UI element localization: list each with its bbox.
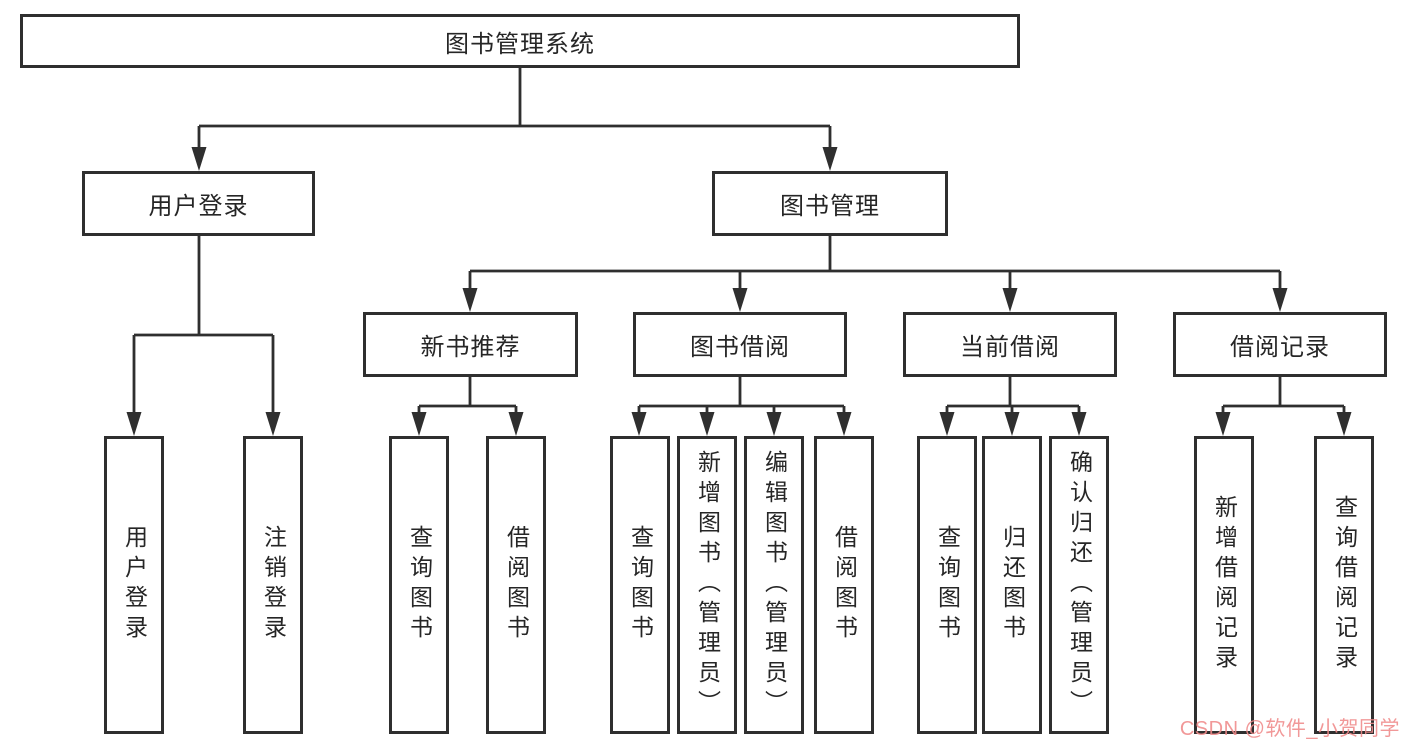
node-leaf-label: 编辑图书（管理员） xyxy=(761,450,788,720)
node-leaf-label: 用户登录 xyxy=(121,525,148,645)
node-leaf-edit-books-admin: 编辑图书（管理员） xyxy=(744,436,804,734)
node-leaf-label: 查询图书 xyxy=(627,525,654,645)
node-book-borrow: 图书借阅 xyxy=(633,312,847,377)
node-leaf-borrow-books-1: 借阅图书 xyxy=(486,436,546,734)
node-leaf-label: 注销登录 xyxy=(260,525,287,645)
node-leaf-label: 借阅图书 xyxy=(831,525,858,645)
node-root-label: 图书管理系统 xyxy=(445,30,595,58)
node-root: 图书管理系统 xyxy=(20,14,1020,68)
node-leaf-label: 新增借阅记录 xyxy=(1211,495,1238,675)
node-leaf-label: 归还图书 xyxy=(999,525,1026,645)
node-leaf-confirm-return-admin: 确认归还（管理员） xyxy=(1049,436,1109,734)
node-user-login: 用户登录 xyxy=(82,171,315,236)
node-leaf-borrow-books-2: 借阅图书 xyxy=(814,436,874,734)
node-leaf-add-borrow-record: 新增借阅记录 xyxy=(1194,436,1254,734)
node-leaf-query-books-1: 查询图书 xyxy=(389,436,449,734)
node-leaf-logout: 注销登录 xyxy=(243,436,303,734)
csdn-watermark: CSDN @软件_小贺同学 xyxy=(1179,718,1400,740)
node-leaf-add-books-admin: 新增图书（管理员） xyxy=(677,436,737,734)
node-user-login-label: 用户登录 xyxy=(148,193,249,220)
node-leaf-query-books-2: 查询图书 xyxy=(610,436,670,734)
node-book-management-label: 图书管理 xyxy=(780,193,880,220)
node-borrow-records: 借阅记录 xyxy=(1173,312,1387,377)
node-leaf-user-login: 用户登录 xyxy=(104,436,164,734)
node-leaf-label: 借阅图书 xyxy=(503,525,530,645)
node-leaf-return-books: 归还图书 xyxy=(982,436,1042,734)
node-current-borrow-label: 当前借阅 xyxy=(960,334,1060,361)
node-leaf-label: 查询图书 xyxy=(934,525,961,645)
arrowheads xyxy=(126,147,1352,436)
node-new-book-recommend: 新书推荐 xyxy=(363,312,578,377)
node-leaf-label: 查询图书 xyxy=(406,525,433,645)
node-borrow-records-label: 借阅记录 xyxy=(1230,334,1330,361)
node-current-borrow: 当前借阅 xyxy=(903,312,1117,377)
node-leaf-query-books-3: 查询图书 xyxy=(917,436,977,734)
node-new-book-recommend-label: 新书推荐 xyxy=(420,334,521,361)
node-leaf-label: 确认归还（管理员） xyxy=(1066,450,1093,720)
node-leaf-label: 查询借阅记录 xyxy=(1331,495,1358,675)
tree-edges xyxy=(132,68,1346,414)
node-leaf-label: 新增图书（管理员） xyxy=(694,450,721,720)
node-book-management: 图书管理 xyxy=(712,171,948,236)
node-leaf-query-borrow-record: 查询借阅记录 xyxy=(1314,436,1374,734)
node-book-borrow-label: 图书借阅 xyxy=(690,334,790,361)
